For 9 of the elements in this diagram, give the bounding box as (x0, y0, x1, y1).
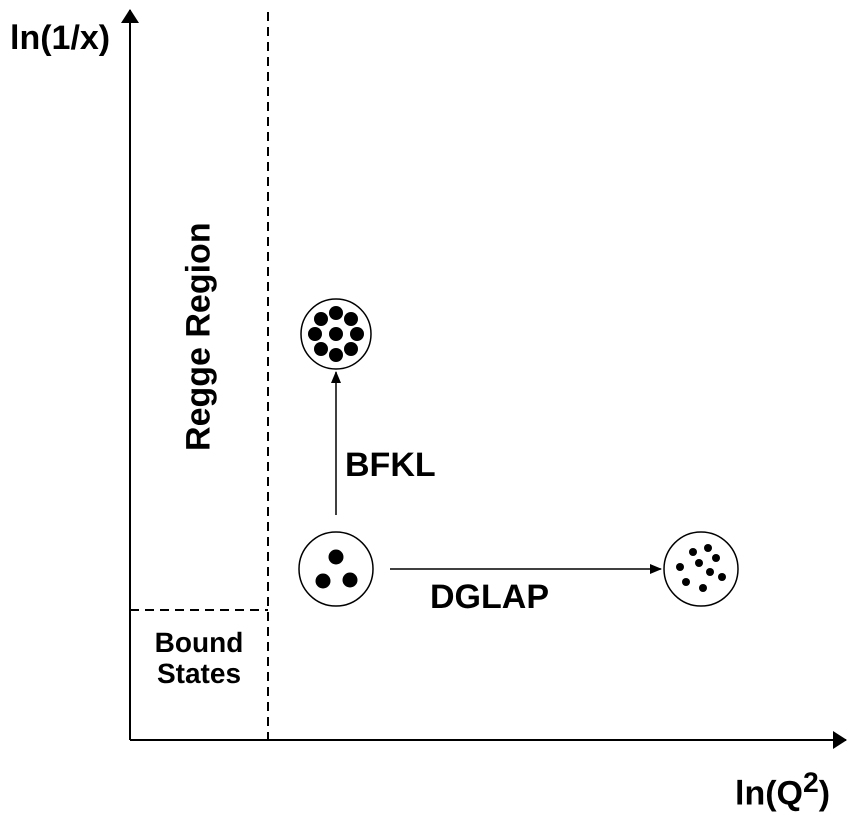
arrow (331, 371, 341, 515)
particle-circle (300, 298, 372, 370)
axis-label: ln(Q$^{2}$) (735, 768, 830, 813)
particle-circle (663, 531, 739, 607)
region-label: Bound States (154, 628, 244, 690)
region-label: Regge Region (180, 222, 218, 451)
arrow (390, 564, 662, 574)
axis-label: ln(1/x) (10, 20, 110, 58)
particle-circle (298, 531, 374, 607)
